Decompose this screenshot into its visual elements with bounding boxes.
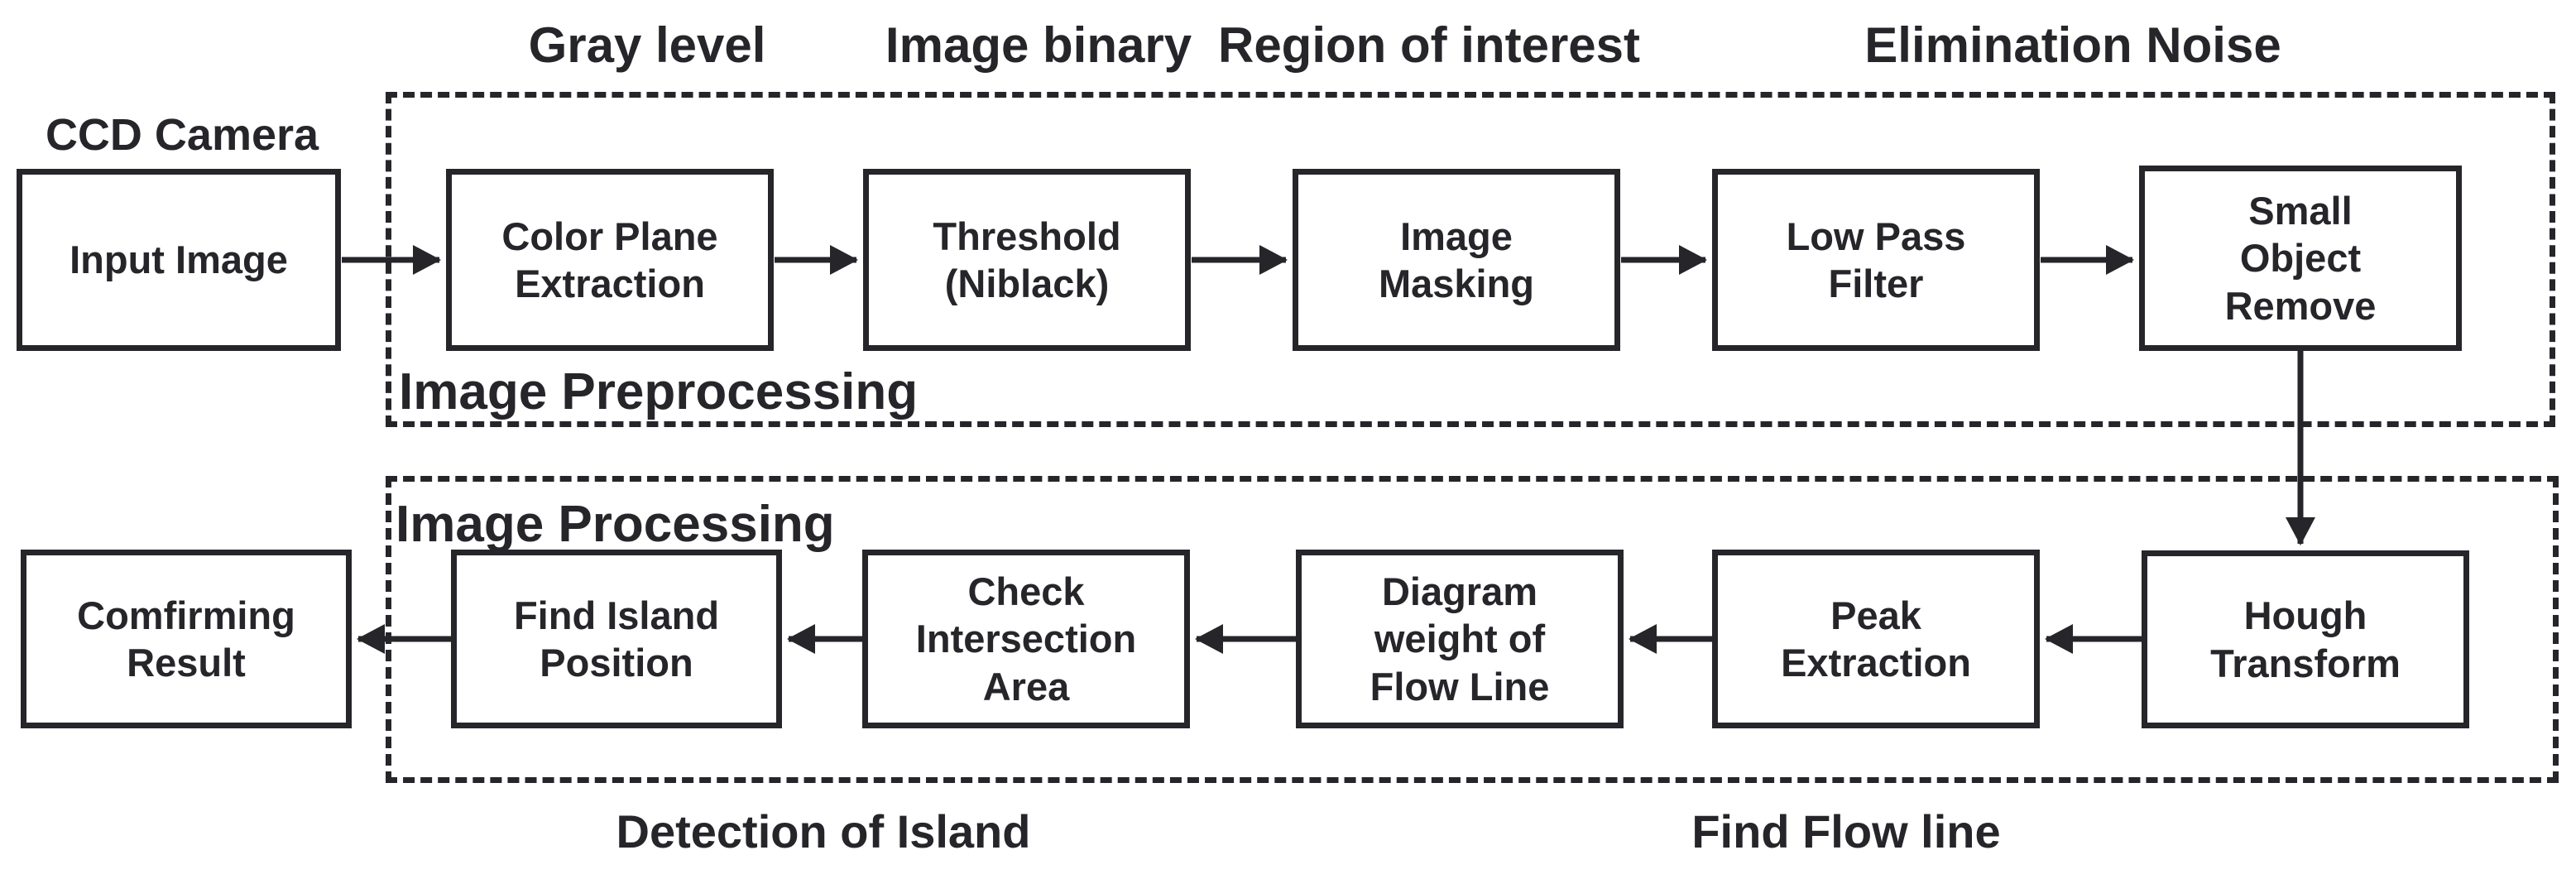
label-gray-level: Gray level [528, 17, 766, 73]
label-ccd-camera: CCD Camera [45, 110, 319, 160]
node-image-masking-label: Image Masking [1378, 214, 1535, 305]
label-elimination-noise: Elimination Noise [1864, 17, 2281, 73]
label-image-binary: Image binary [885, 17, 1192, 73]
label-image-preprocessing: Image Preprocessing [399, 363, 919, 420]
node-low-pass-filter: Low Pass Filter [1712, 169, 2040, 351]
node-peak-extraction: Peak Extraction [1712, 550, 2040, 728]
node-color-plane-extraction-label: Color Plane Extraction [501, 214, 718, 305]
node-peak-extraction-label: Peak Extraction [1781, 593, 1971, 684]
node-image-masking: Image Masking [1293, 169, 1620, 351]
label-detection-of-island: Detection of Island [616, 805, 1031, 857]
label-region-of-interest: Region of interest [1217, 17, 1641, 73]
node-comfirming-result-label: Comfirming Result [77, 593, 295, 684]
node-input-image-label: Input Image [70, 238, 288, 282]
node-input-image: Input Image [17, 169, 341, 351]
node-threshold-niblack: Threshold (Niblack) [863, 169, 1191, 351]
node-hough-transform: Hough Transform [2142, 550, 2469, 728]
node-threshold-niblack-label: Threshold (Niblack) [933, 214, 1121, 305]
node-find-island-position: Find Island Position [451, 550, 782, 728]
node-check-intersection-area: Check Intersection Area [862, 550, 1190, 728]
node-diagram-weight-of-flow-line-label: Diagram weight of Flow Line [1370, 569, 1550, 708]
node-low-pass-filter-label: Low Pass Filter [1786, 214, 1966, 305]
node-check-intersection-area-label: Check Intersection Area [915, 569, 1137, 708]
image-processing-group-box [386, 476, 2559, 783]
node-small-object-remove: Small Object Remove [2139, 166, 2462, 351]
node-small-object-remove-label: Small Object Remove [2224, 189, 2377, 328]
node-find-island-position-label: Find Island Position [513, 593, 720, 684]
label-find-flow-line: Find Flow line [1691, 805, 2001, 857]
node-diagram-weight-of-flow-line: Diagram weight of Flow Line [1296, 550, 1624, 728]
node-color-plane-extraction: Color Plane Extraction [446, 169, 774, 351]
node-comfirming-result: Comfirming Result [21, 550, 352, 728]
label-image-processing: Image Processing [396, 496, 835, 553]
node-hough-transform-label: Hough Transform [2210, 593, 2401, 685]
